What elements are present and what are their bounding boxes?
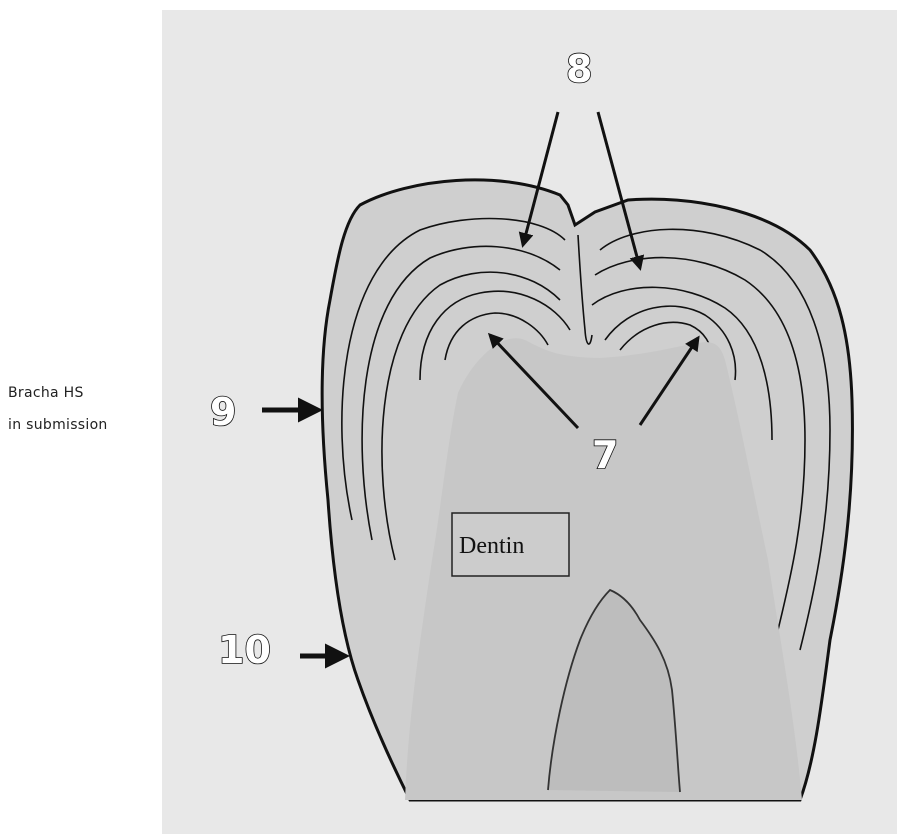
label-9: 9 — [210, 390, 236, 434]
label-7: 7 — [592, 433, 618, 477]
label-8: 8 — [566, 47, 592, 91]
dentin-label: Dentin — [459, 533, 524, 559]
label-10: 10 — [218, 628, 271, 672]
